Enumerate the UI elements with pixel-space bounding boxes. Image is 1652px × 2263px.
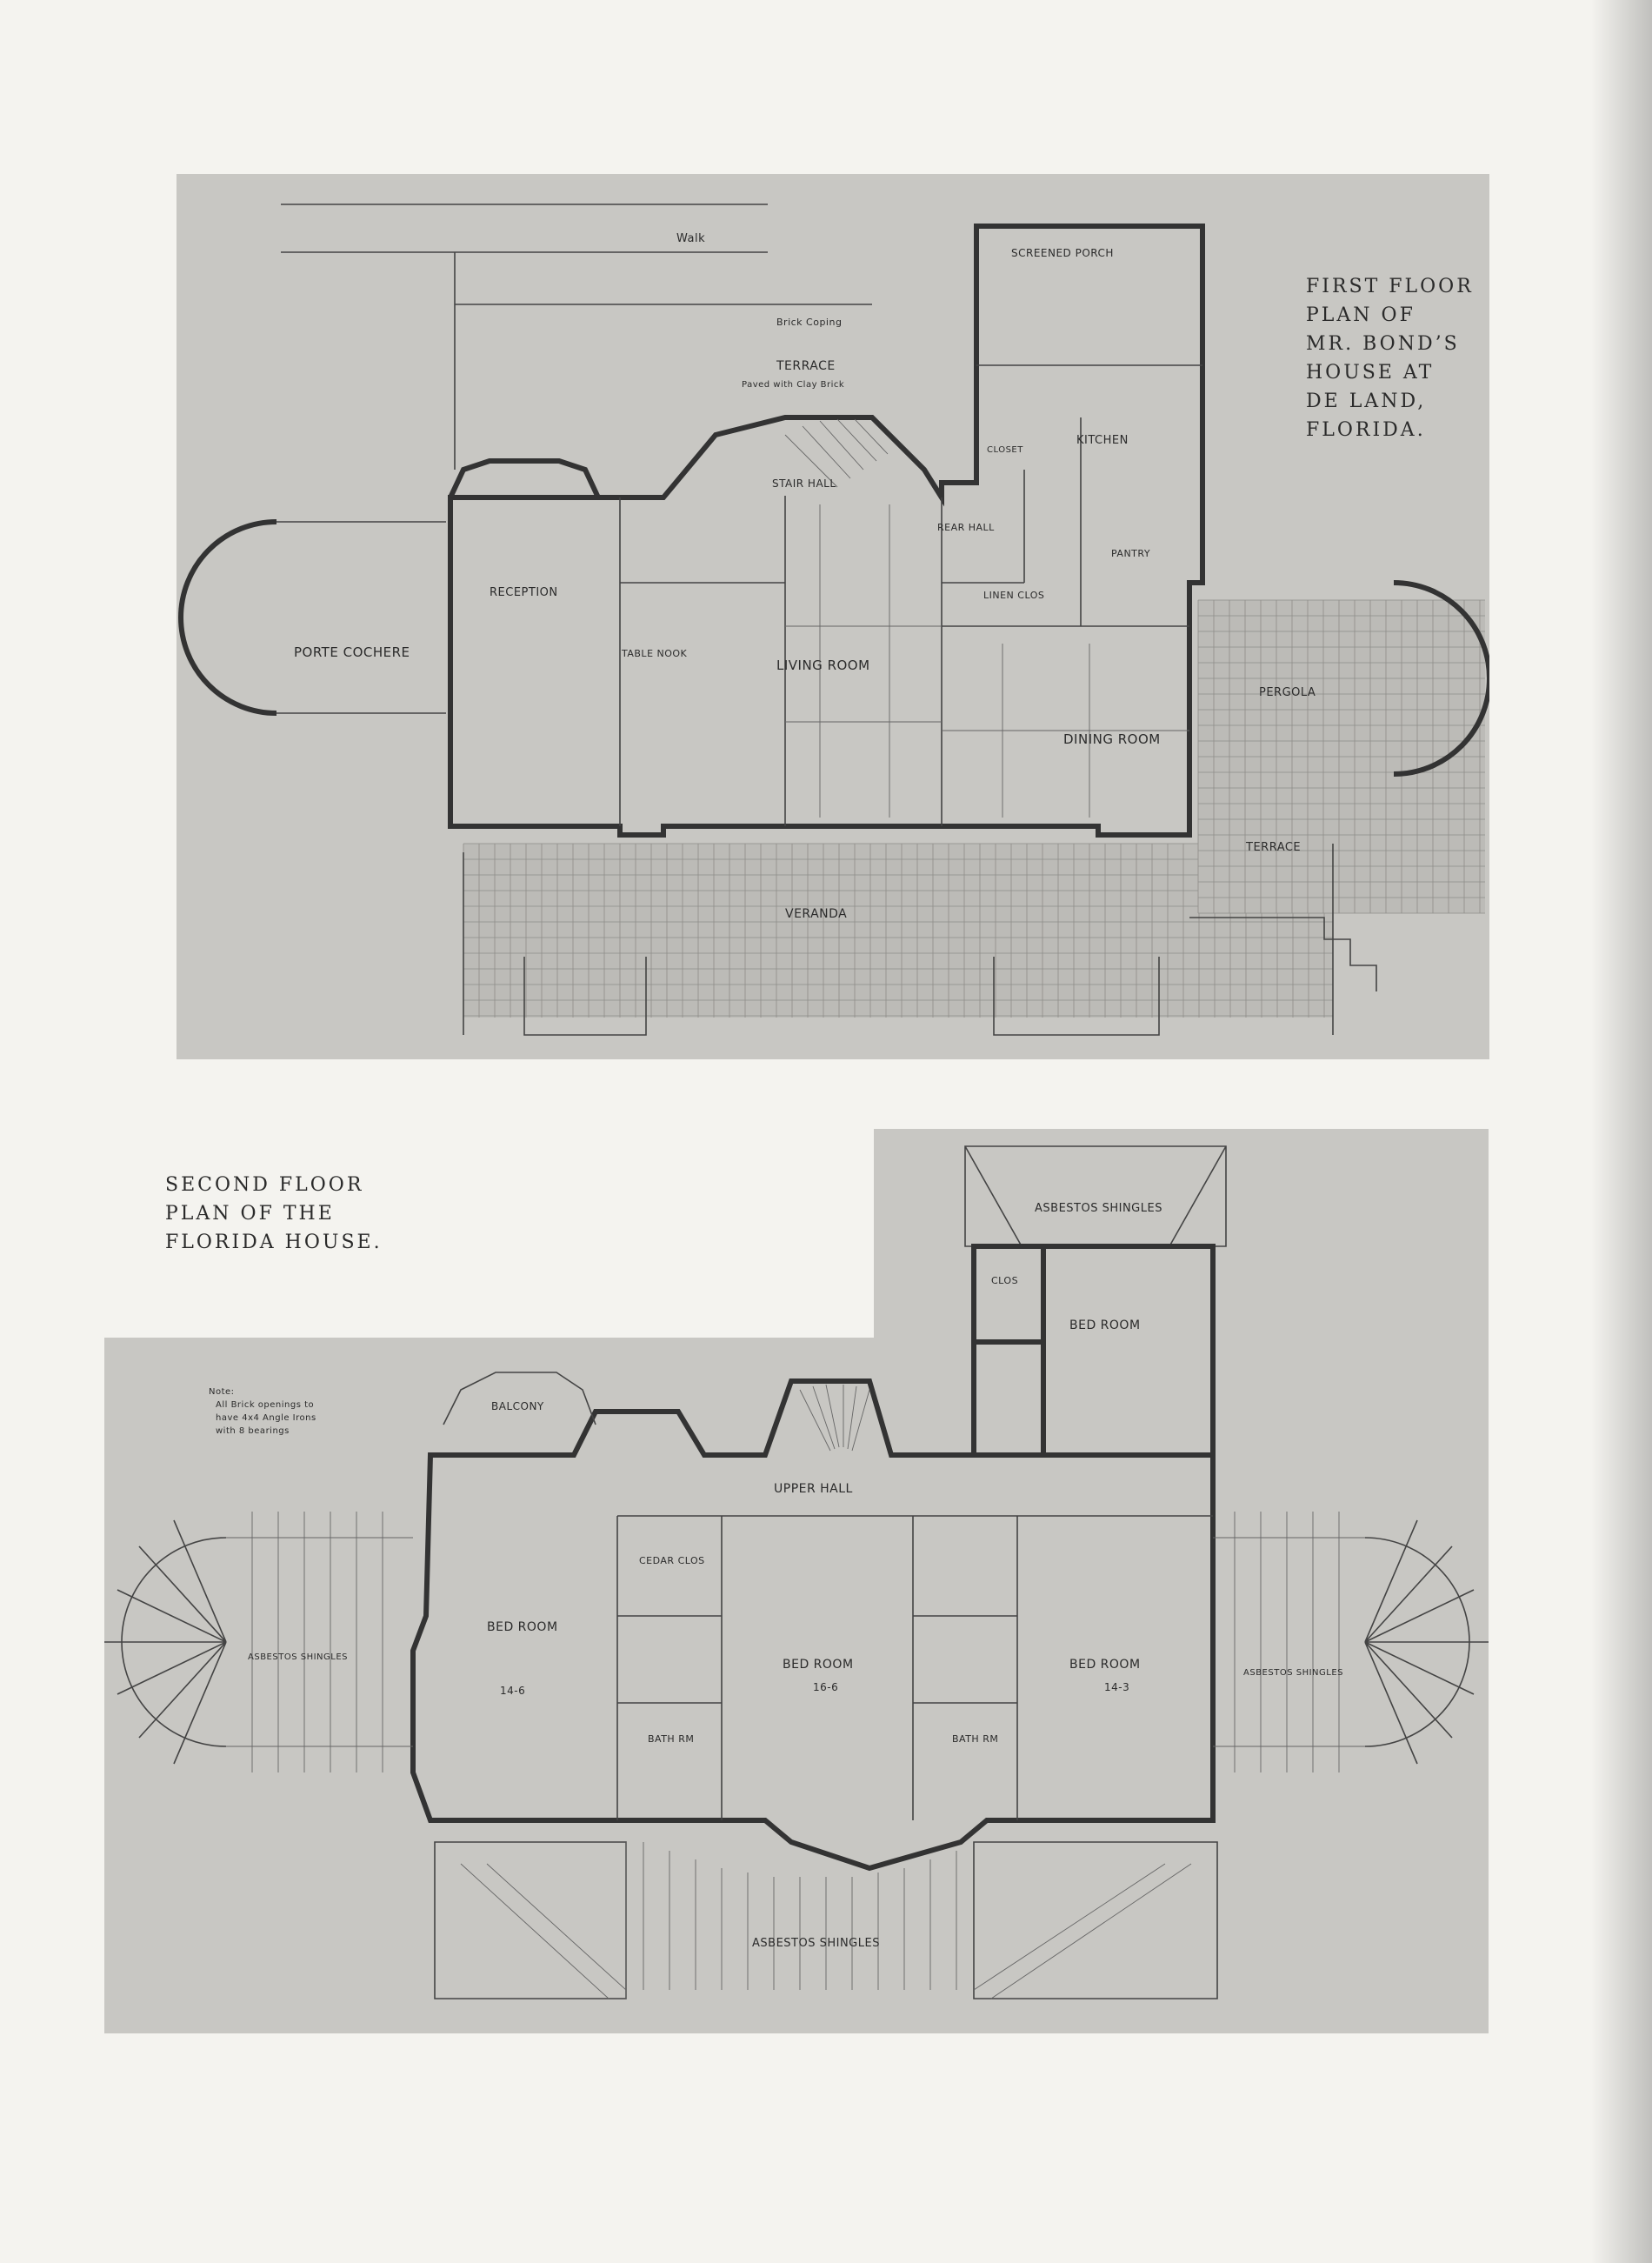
note-line: have 4x4 Angle Irons [216,1413,316,1423]
balcony [443,1372,596,1425]
reception-bay [448,458,601,499]
veranda-bays [523,957,1160,1036]
dimension-w: 14-6 [500,1685,525,1697]
asbestos-shingles-right-label: ASBESTOS SHINGLES [1243,1668,1343,1678]
bed-room-ne-label: BED ROOM [1069,1318,1141,1332]
asbestos-shingles-left-label: ASBESTOS SHINGLES [248,1652,348,1662]
second-floor-plan: ASBESTOS SHINGLES BED ROOM CLOS BALCONY … [104,1129,1489,2033]
second-floor-caption: SECOND FLOOR PLAN OF THE FLORIDA HOUSE. [165,1171,383,1257]
dining-room-label: DINING ROOM [1063,731,1161,747]
walk-and-terrace [281,204,872,470]
brick-coping-label: Brick Coping [776,317,842,328]
terrace-edge [463,844,1377,1035]
plate-background [104,1129,1489,2033]
pantry-label: PANTRY [1111,548,1150,559]
reception-label: RECEPTION [490,586,558,599]
dimension-c: 16-6 [813,1681,838,1693]
terrace-right-label: TERRACE [1245,841,1301,854]
caption-line: FLORIDA HOUSE. [165,1232,383,1253]
balcony-label: BALCONY [491,1400,544,1412]
clos-label: CLOS [991,1275,1018,1286]
stair-treads [784,418,889,488]
caption-line: PLAN OF [1306,304,1416,326]
top-roof [964,1145,1227,1247]
upper-stair-treads [799,1384,870,1452]
terrace-top-note: Paved with Clay Brick [742,380,844,390]
pergola-arc [1393,580,1489,777]
asbestos-shingles-top-label: ASBESTOS SHINGLES [1035,1202,1162,1215]
rear-hall-label: REAR HALL [937,522,995,533]
second-floor-outer-wall [410,1378,1216,1872]
living-room-label: LIVING ROOM [776,658,870,673]
note-line: All Brick openings to [216,1400,314,1410]
first-floor-drawing: Walk SCREENED PORCH TERRACE Paved with C… [178,204,1489,1036]
living-room-grid [785,504,1189,818]
left-pergola [104,1512,413,1772]
cedar-clos-label: CEDAR CLOS [639,1555,705,1566]
terrace-paving [1197,599,1485,914]
asbestos-shingles-bottom-label: ASBESTOS SHINGLES [752,1937,880,1950]
table-nook-label: TABLE NOOK [621,648,688,659]
caption-line: FLORIDA. [1306,419,1426,441]
pergola-label: PERGOLA [1259,686,1316,699]
first-floor-plan: Walk SCREENED PORCH TERRACE Paved with C… [177,174,1489,1059]
bed-room-c-label: BED ROOM [783,1658,854,1672]
veranda-label: VERANDA [785,907,847,921]
caption-line: PLAN OF THE [165,1203,335,1225]
caption-line: MR. BOND’S [1306,333,1460,355]
linen-clos-label: LINEN CLOS [983,590,1044,601]
page-edge-shadow [1591,0,1652,2263]
bed-room-e-label: BED ROOM [1069,1658,1141,1672]
porte-cochere-arc [178,519,277,716]
caption-line: SECOND FLOOR [165,1174,364,1196]
interior-walls [619,364,1202,826]
porte-cochere-label: PORTE COCHERE [294,644,410,660]
bed-room-w-label: BED ROOM [487,1620,558,1634]
bottom-roof [434,1841,1218,1999]
caption-line: FIRST FLOOR [1306,276,1474,297]
caption-line: DE LAND, [1306,391,1427,412]
note-line: Note: [209,1387,235,1397]
stair-hall-label: STAIR HALL [772,477,836,490]
screened-porch-label: SCREENED PORCH [1011,247,1114,259]
upper-hall-walls [616,1515,1213,1820]
right-pergola [1213,1512,1489,1772]
kitchen-label: KITCHEN [1076,434,1129,447]
veranda-paving [463,843,1333,1018]
dimension-e: 14-3 [1104,1681,1129,1693]
bath-rm-1-label: BATH RM [648,1733,694,1745]
first-floor-outer-wall [448,224,1205,838]
bath-rm-2-label: BATH RM [952,1733,998,1745]
terrace-top-label: TERRACE [776,359,836,373]
note-line: with 8 bearings [216,1426,290,1436]
upper-hall-label: UPPER HALL [774,1482,853,1496]
closet-label: CLOSET [987,445,1023,455]
first-floor-caption: FIRST FLOOR PLAN OF MR. BOND’S HOUSE AT … [1306,272,1474,444]
second-floor-drawing: ASBESTOS SHINGLES BED ROOM CLOS BALCONY … [104,1129,1489,2033]
porte-cochere-outline [276,521,446,714]
caption-line: HOUSE AT [1306,362,1435,384]
walk-label: Walk [676,232,705,245]
